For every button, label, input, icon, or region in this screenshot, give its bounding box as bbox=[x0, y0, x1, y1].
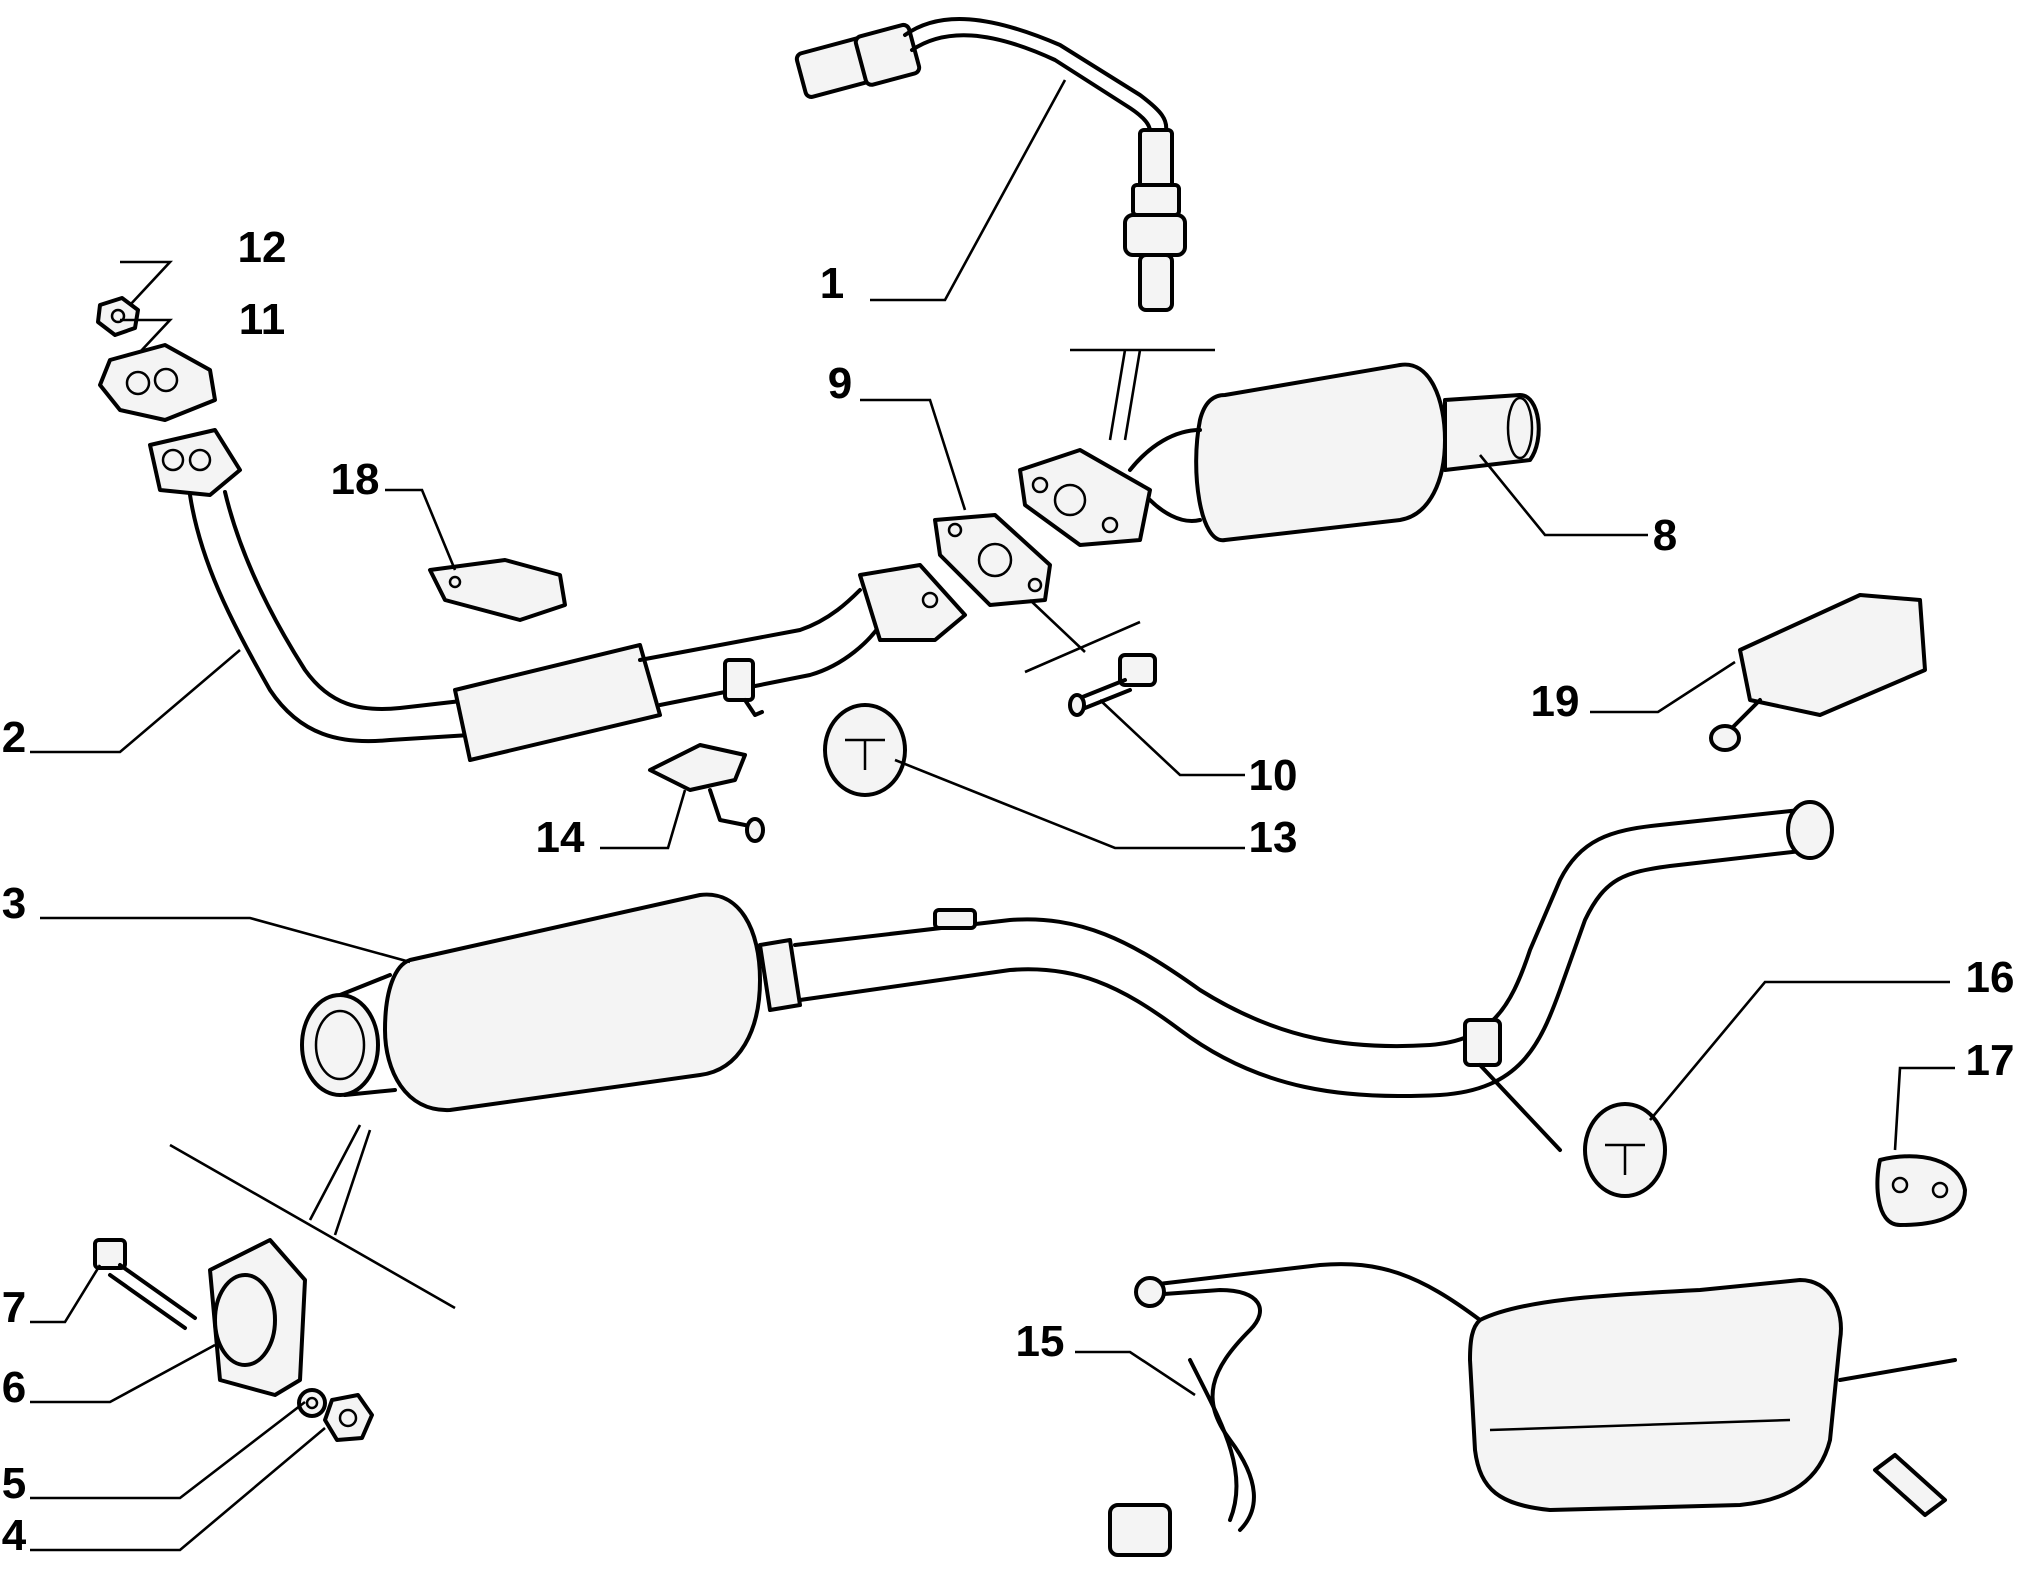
callout-1: 1 bbox=[820, 259, 844, 308]
callout-10: 10 bbox=[1249, 751, 1298, 800]
front-exhaust-pipe[interactable] bbox=[148, 428, 967, 762]
centre-silencer-pipe[interactable] bbox=[300, 800, 1834, 1152]
rear-rubber-mount[interactable] bbox=[1583, 1102, 1667, 1198]
callout-4: 4 bbox=[2, 1511, 27, 1560]
exhaust-hanger[interactable] bbox=[1709, 593, 1927, 752]
exhaust-clamp[interactable] bbox=[208, 1238, 307, 1397]
oxygen-sensor[interactable] bbox=[794, 16, 1187, 312]
support-bracket[interactable] bbox=[648, 743, 765, 843]
callout-14: 14 bbox=[536, 813, 585, 862]
callout-15: 15 bbox=[1016, 1317, 1065, 1366]
callout-19: 19 bbox=[1531, 677, 1580, 726]
callout-3: 3 bbox=[2, 879, 26, 928]
callout-12: 12 bbox=[238, 223, 287, 272]
callout-6: 6 bbox=[2, 1363, 26, 1412]
catalytic-converter[interactable] bbox=[1018, 362, 1541, 547]
manifold-gasket[interactable] bbox=[98, 343, 217, 422]
callout-5: 5 bbox=[2, 1459, 26, 1508]
callout-9: 9 bbox=[828, 359, 852, 408]
leader-lines bbox=[30, 79, 1955, 1552]
callout-labels: 1 2 3 4 5 6 7 8 9 10 11 12 13 14 15 16 1… bbox=[2, 223, 2015, 1560]
rear-silencer[interactable] bbox=[1108, 1262, 1957, 1557]
flange-bolt[interactable] bbox=[1068, 653, 1157, 717]
callout-11: 11 bbox=[239, 295, 286, 344]
callout-8: 8 bbox=[1653, 511, 1677, 560]
callout-7: 7 bbox=[2, 1283, 26, 1332]
clamp-bolt[interactable] bbox=[93, 1238, 197, 1330]
gasket[interactable] bbox=[933, 513, 1052, 607]
callout-13: 13 bbox=[1249, 813, 1298, 862]
callout-17: 17 bbox=[1966, 1036, 2015, 1085]
clamp-washer[interactable] bbox=[297, 1388, 327, 1418]
callout-16: 16 bbox=[1966, 953, 2015, 1002]
rubber-strap[interactable] bbox=[1875, 1154, 1967, 1227]
heat-shield-bracket[interactable] bbox=[428, 558, 567, 622]
manifold-nut[interactable] bbox=[96, 296, 140, 337]
callout-18: 18 bbox=[331, 455, 380, 504]
rubber-mount[interactable] bbox=[823, 703, 907, 797]
clamp-nut[interactable] bbox=[323, 1393, 374, 1442]
callout-2: 2 bbox=[2, 713, 26, 762]
